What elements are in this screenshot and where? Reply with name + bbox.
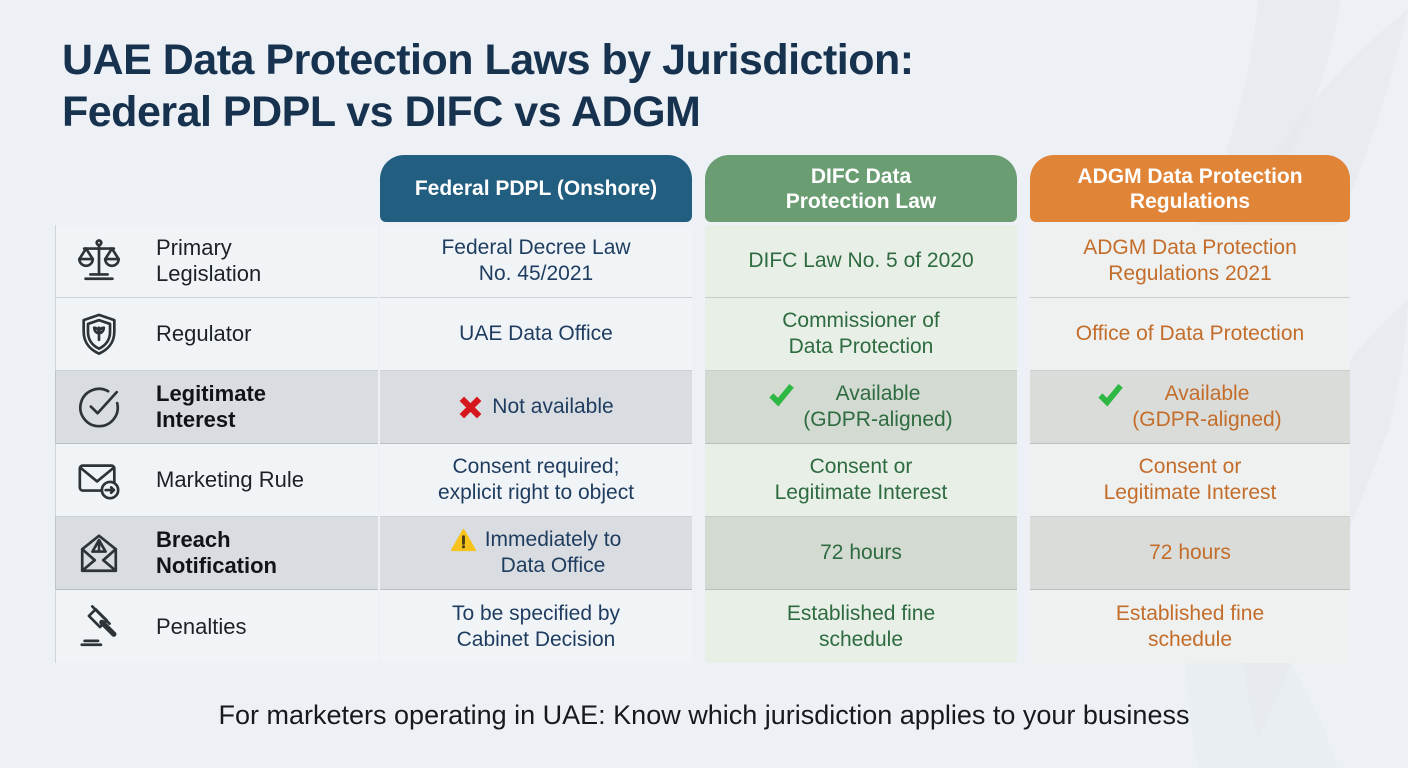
title-line-1: UAE Data Protection Laws by Jurisdiction… — [62, 36, 914, 84]
table-row-primary-legislation: Primary Legislation Federal Decree Law N… — [55, 225, 1350, 298]
shield-icon — [68, 311, 130, 357]
cell-adgm: 72 hours — [1030, 517, 1350, 590]
cell-adgm: Established fine schedule — [1030, 590, 1350, 663]
cell-federal: Consent required; explicit right to obje… — [380, 444, 692, 517]
green-check-icon — [1098, 382, 1124, 407]
check-circle-icon — [68, 384, 130, 430]
gavel-icon — [68, 604, 130, 650]
table-header-row: Federal PDPL (Onshore) DIFC Data Protect… — [55, 155, 1350, 222]
cell-difc: Consent or Legitimate Interest — [705, 444, 1017, 517]
cell-federal: Immediately to Data Office — [380, 517, 692, 590]
red-x-icon — [458, 395, 483, 420]
table-row-regulator: Regulator UAE Data Office Commissioner o… — [55, 298, 1350, 371]
header-spacer — [55, 155, 378, 222]
title-line-2: Federal PDPL vs DIFC vs ADGM — [62, 88, 701, 136]
cell-adgm: Available (GDPR-aligned) — [1030, 371, 1350, 444]
row-label: Legitimate Interest — [156, 381, 267, 432]
warning-triangle-icon — [450, 528, 476, 553]
cell-adgm: Consent or Legitimate Interest — [1030, 444, 1350, 517]
cell-federal: Not available — [380, 371, 692, 444]
cell-difc: 72 hours — [705, 517, 1017, 590]
cell-federal: To be specified by Cabinet Decision — [380, 590, 692, 663]
green-check-icon — [769, 382, 795, 407]
table-row-legitimate-interest: Legitimate Interest Not available Availa… — [55, 371, 1350, 444]
row-label: Regulator — [156, 321, 252, 346]
table-row-marketing-rule: Marketing Rule Consent required; explici… — [55, 444, 1350, 517]
cell-difc: Established fine schedule — [705, 590, 1017, 663]
column-header-difc: DIFC Data Protection Law — [705, 155, 1017, 222]
cell-difc: Available (GDPR-aligned) — [705, 371, 1017, 444]
cell-federal: Federal Decree Law No. 45/2021 — [380, 225, 692, 298]
row-label: Breach Notification — [156, 527, 277, 578]
cell-federal: UAE Data Office — [380, 298, 692, 371]
row-label: Penalties — [156, 613, 247, 639]
cell-difc: Commissioner of Data Protection — [705, 298, 1017, 371]
breach-envelope-icon — [68, 530, 130, 576]
row-label: Primary Legislation — [156, 235, 262, 286]
column-header-adgm: ADGM Data Protection Regulations — [1030, 155, 1350, 222]
scales-icon — [68, 238, 130, 284]
table-row-penalties: Penalties To be specified by Cabinet Dec… — [55, 590, 1350, 663]
cell-difc: DIFC Law No. 5 of 2020 — [705, 225, 1017, 298]
cell-adgm: ADGM Data Protection Regulations 2021 — [1030, 225, 1350, 298]
envelope-send-icon — [68, 457, 130, 503]
row-label: Marketing Rule — [156, 467, 304, 492]
page-title: UAE Data Protection Laws by Jurisdiction… — [62, 34, 914, 138]
table-row-breach-notification: Breach Notification Immediately to Data … — [55, 517, 1350, 590]
comparison-table: Federal PDPL (Onshore) DIFC Data Protect… — [55, 155, 1350, 663]
cell-adgm: Office of Data Protection — [1030, 298, 1350, 371]
column-header-federal: Federal PDPL (Onshore) — [380, 155, 692, 222]
footer-note: For marketers operating in UAE: Know whi… — [218, 700, 1190, 730]
